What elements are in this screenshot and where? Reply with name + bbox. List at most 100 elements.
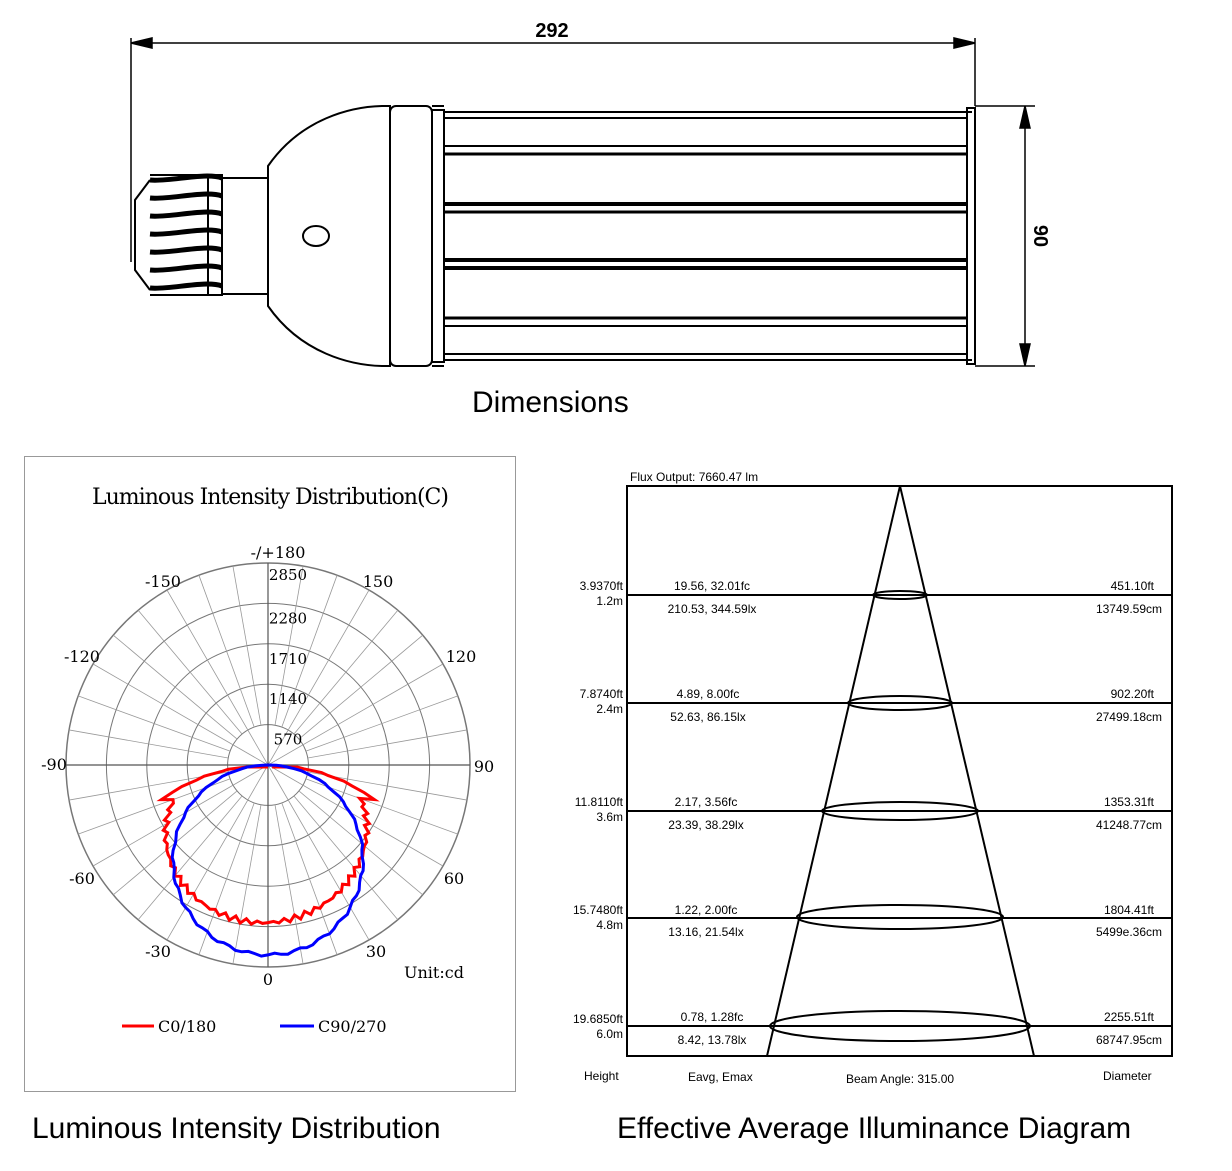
angle-label: -90 <box>41 755 67 774</box>
level-row-1: 3.9370ft 1.2m 19.56, 32.01fc 210.53, 344… <box>580 579 1162 616</box>
angle-label: 90 <box>474 757 494 776</box>
polar-spoke <box>267 663 444 766</box>
height-ft: 3.9370ft <box>580 579 624 593</box>
polar-spoke <box>113 634 238 740</box>
ring-label: 2850 <box>269 566 307 584</box>
level-row-2: 7.8740ft 2.4m 4.89, 8.00fc 52.63, 86.15l… <box>580 687 1162 724</box>
dimension-drawing: 292 90 <box>130 20 1051 368</box>
fc-values: 4.89, 8.00fc <box>677 687 740 701</box>
polar-spoke <box>267 764 444 867</box>
diameter-ft: 1804.41ft <box>1104 903 1155 917</box>
illuminance-diagram: Flux Output: 7660.47 lm 3.9370ft 1.2m 19… <box>573 470 1173 1086</box>
diameter-cm: 41248.77cm <box>1096 818 1162 832</box>
beam-angle: Beam Angle: 315.00 <box>846 1072 954 1086</box>
lx-values: 210.53, 344.59lx <box>668 602 757 616</box>
polar-spoke <box>78 695 231 752</box>
lid-caption: Luminous Intensity Distribution <box>32 1112 441 1145</box>
height-m: 1.2m <box>596 594 623 608</box>
lx-values: 23.39, 38.29lx <box>668 818 743 832</box>
height-m: 3.6m <box>596 810 623 824</box>
polar-spoke <box>232 565 262 726</box>
ring-label: 1710 <box>269 650 307 668</box>
dimensions-caption: Dimensions <box>472 386 629 419</box>
c0-180-curve <box>156 765 380 926</box>
polar-spoke <box>198 575 255 728</box>
fc-values: 0.78, 1.28fc <box>681 1010 744 1024</box>
diameter-ft: 451.10ft <box>1111 579 1155 593</box>
illuminance-caption: Effective Average Illuminance Diagram <box>617 1112 1132 1145</box>
polar-title: Luminous Intensity Distribution(C) <box>92 485 448 510</box>
height-m: 6.0m <box>596 1027 623 1041</box>
polar-spoke <box>267 764 370 941</box>
angle-label: -60 <box>69 869 95 888</box>
polar-chart: Luminous Intensity Distribution(C) -/+18… <box>24 456 516 1092</box>
height-header: Height <box>584 1069 619 1083</box>
polar-spoke <box>166 589 269 766</box>
height-m: 4.8m <box>596 918 623 932</box>
c90-270-curve <box>170 763 366 958</box>
diameter-ft: 2255.51ft <box>1104 1010 1155 1024</box>
angle-label: 60 <box>444 869 464 888</box>
legend: C0/180 C90/270 <box>122 1017 387 1036</box>
polar-spoke <box>137 795 243 920</box>
diameter-cm: 13749.59cm <box>1096 602 1162 616</box>
lx-values: 8.42, 13.78lx <box>678 1033 747 1047</box>
height-m: 2.4m <box>596 702 623 716</box>
polar-spoke <box>232 804 262 965</box>
polar-spoke <box>137 610 243 735</box>
level-row-4: 15.7480ft 4.8m 1.22, 2.00fc 13.16, 21.54… <box>573 903 1162 939</box>
polar-spoke <box>92 663 269 766</box>
diameter-ft: 902.20ft <box>1111 687 1155 701</box>
polar-spoke <box>281 575 338 728</box>
legend-c0: C0/180 <box>158 1017 216 1036</box>
diameter-ft: 1353.31ft <box>1104 795 1155 809</box>
height-ft: 7.8740ft <box>580 687 624 701</box>
angle-label: -120 <box>64 647 100 666</box>
polar-spoke <box>281 802 338 955</box>
polar-spoke <box>198 802 255 955</box>
ring-label: 1140 <box>269 690 307 708</box>
legend-c90: C90/270 <box>318 1017 387 1036</box>
polar-spoke <box>274 804 304 965</box>
length-dimension <box>130 37 976 262</box>
bulb-outline <box>134 104 976 368</box>
beam-cone <box>766 485 1035 1057</box>
angle-label: 0 <box>263 970 273 989</box>
length-label: 292 <box>535 20 568 42</box>
diameter-header: Diameter <box>1103 1069 1152 1083</box>
polar-spoke <box>267 589 370 766</box>
fc-values: 1.22, 2.00fc <box>675 903 738 917</box>
angle-label: 30 <box>366 942 386 961</box>
ring-label: 570 <box>274 731 303 749</box>
lx-values: 13.16, 21.54lx <box>668 925 743 939</box>
diameter-cm: 68747.95cm <box>1096 1033 1162 1047</box>
lx-values: 52.63, 86.15lx <box>670 710 745 724</box>
angle-label: -150 <box>145 572 181 591</box>
height-ft: 11.8110ft <box>575 795 624 809</box>
polar-spoke <box>293 795 399 920</box>
level-lines <box>627 594 1172 1027</box>
fc-values: 2.17, 3.56fc <box>675 795 738 809</box>
polar-spoke <box>305 695 458 752</box>
unit-label: Unit:cd <box>404 963 464 982</box>
illuminance-frame <box>626 485 1173 1057</box>
height-ft: 19.6850ft <box>573 1012 624 1026</box>
polar-spoke <box>298 634 423 740</box>
polar-spoke <box>92 764 269 867</box>
level-row-3: 11.8110ft 3.6m 2.17, 3.56fc 23.39, 38.29… <box>575 795 1162 832</box>
diameter-dimension <box>975 105 1035 367</box>
eavg-header: Eavg, Emax <box>688 1070 753 1084</box>
fc-values: 19.56, 32.01fc <box>674 579 750 593</box>
height-ft: 15.7480ft <box>573 903 624 917</box>
angle-label: 150 <box>363 572 394 591</box>
polar-spoke <box>307 729 468 759</box>
angle-label: 120 <box>446 647 477 666</box>
diameter-label: 90 <box>1029 225 1051 247</box>
diameter-cm: 5499e.36cm <box>1096 925 1162 939</box>
level-row-5: 19.6850ft 6.0m 0.78, 1.28fc 8.42, 13.78l… <box>573 1010 1162 1047</box>
polar-spoke <box>274 565 304 726</box>
diameter-cm: 27499.18cm <box>1096 710 1162 724</box>
angle-label-180: -/+180 <box>251 543 306 562</box>
led-strips <box>444 117 967 355</box>
